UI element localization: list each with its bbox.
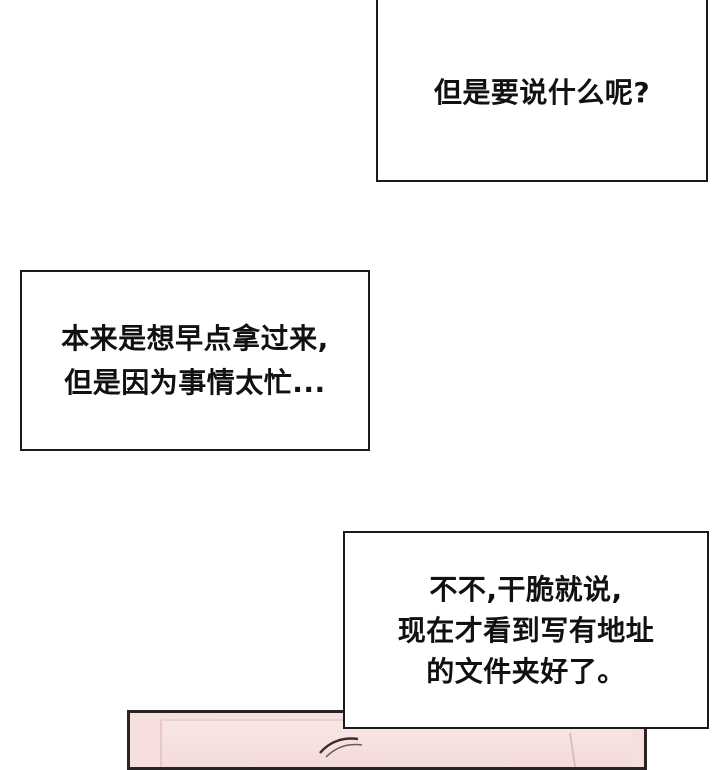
speech-line: 但是因为事情太忙...	[64, 365, 326, 399]
speech-line: 不不,干脆就说,	[429, 572, 623, 606]
speech-box-excuse: 本来是想早点拿过来, 但是因为事情太忙...	[20, 270, 370, 451]
speech-box-question: 但是要说什么呢?	[376, 0, 708, 182]
speech-line: 本来是想早点拿过来,	[61, 321, 329, 355]
speech-line: 的文件夹好了。	[426, 654, 626, 688]
speech-line: 但是要说什么呢?	[433, 76, 651, 109]
speech-box-decision: 不不,干脆就说, 现在才看到写有地址 的文件夹好了。	[343, 531, 709, 729]
speech-line: 现在才看到写有地址	[397, 613, 655, 647]
comic-page: 但是要说什么呢? 本来是想早点拿过来, 但是因为事情太忙... 不不,干脆就说,…	[20, 0, 709, 770]
